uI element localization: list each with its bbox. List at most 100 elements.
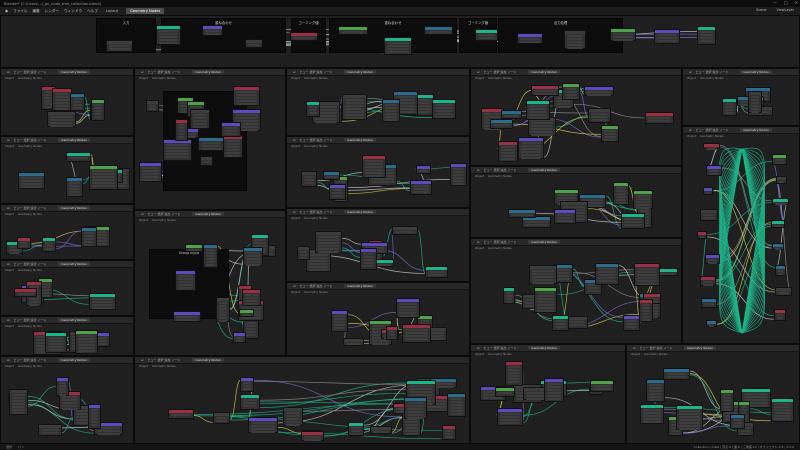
node-socket-row[interactable]	[616, 199, 626, 202]
node-socket-row[interactable]	[111, 185, 127, 188]
node-socket-row[interactable]	[565, 91, 577, 94]
node-socket-row[interactable]	[406, 414, 425, 417]
node-socket-row[interactable]	[546, 395, 561, 398]
node-socket-row[interactable]	[235, 114, 258, 117]
node-header[interactable]	[652, 268, 677, 272]
node-socket-row[interactable]	[648, 392, 662, 395]
node-editor-icon[interactable]: ⊞	[293, 284, 296, 288]
node-socket-row[interactable]	[245, 303, 258, 306]
node-header[interactable]	[703, 188, 713, 192]
node[interactable]	[697, 25, 717, 45]
node-socket-row[interactable]	[179, 101, 191, 104]
node-socket-row[interactable]	[482, 396, 503, 399]
node-editor-icon[interactable]: ⊞	[477, 346, 480, 350]
node-socket-row[interactable]	[775, 159, 784, 162]
node-socket-row[interactable]	[743, 398, 768, 401]
node-socket-row[interactable]	[363, 265, 374, 268]
node-header[interactable]	[772, 243, 783, 247]
node-socket-row[interactable]	[235, 97, 258, 100]
node-socket-row[interactable]	[648, 395, 662, 398]
node[interactable]	[383, 37, 412, 56]
node-socket-row[interactable]	[708, 324, 715, 327]
node-socket-row[interactable]	[245, 297, 258, 300]
node-socket-row[interactable]	[507, 372, 520, 375]
node-socket-row[interactable]	[557, 271, 570, 274]
node-editor-icon[interactable]: ⊞	[7, 70, 10, 74]
node-socket-row[interactable]	[546, 386, 561, 389]
node-socket-row[interactable]	[96, 429, 120, 432]
node-socket-row[interactable]	[371, 337, 389, 340]
node-header[interactable]	[203, 25, 223, 29]
node[interactable]	[88, 404, 101, 429]
node[interactable]	[431, 99, 456, 119]
node-socket-row[interactable]	[371, 331, 389, 334]
node-socket-row[interactable]	[315, 117, 337, 120]
node-socket-row[interactable]	[406, 417, 425, 420]
node-socket-row[interactable]	[396, 98, 416, 101]
node-socket-row[interactable]	[399, 309, 418, 312]
node-header[interactable]	[233, 332, 246, 336]
node-tree-selector[interactable]: Geometry Nodes	[58, 138, 90, 142]
node[interactable]	[174, 270, 196, 291]
node-socket-row[interactable]	[546, 383, 561, 386]
node-socket-row[interactable]	[142, 176, 159, 179]
node-header[interactable]	[644, 293, 660, 297]
node-socket-row[interactable]	[421, 332, 445, 335]
node[interactable]	[198, 136, 225, 152]
node-socket-row[interactable]	[396, 110, 416, 113]
node-socket-row[interactable]	[371, 181, 394, 184]
node-editor-icon[interactable]: ⊞	[293, 70, 296, 74]
node-socket-row[interactable]	[778, 272, 784, 275]
node[interactable]	[645, 378, 665, 403]
node-socket-row[interactable]	[500, 154, 516, 157]
node-socket-row[interactable]	[703, 283, 713, 286]
node[interactable]	[639, 404, 664, 425]
node-socket-row[interactable]	[524, 221, 549, 224]
node-header[interactable]	[640, 405, 663, 409]
node-header[interactable]	[447, 394, 466, 398]
node-header[interactable]	[522, 295, 538, 299]
node-socket-row[interactable]	[396, 407, 407, 410]
node[interactable]	[740, 387, 771, 409]
node-header[interactable]	[213, 413, 230, 416]
node-socket-row[interactable]	[331, 191, 344, 194]
node-socket-row[interactable]	[384, 104, 397, 107]
node-socket-row[interactable]	[434, 104, 453, 107]
node-header[interactable]	[365, 260, 394, 264]
node-socket-row[interactable]	[96, 426, 120, 429]
node-socket-row[interactable]	[331, 194, 344, 197]
node-socket-row[interactable]	[218, 313, 227, 316]
node-socket-row[interactable]	[565, 94, 577, 97]
node-socket-row[interactable]	[83, 241, 94, 244]
node[interactable]	[583, 85, 614, 96]
node-header[interactable]	[748, 92, 761, 96]
node-socket-row[interactable]	[536, 300, 555, 303]
node-editor-icon[interactable]: ⊞	[7, 358, 10, 362]
node[interactable]	[185, 243, 203, 253]
node-socket-row[interactable]	[72, 103, 82, 106]
node-socket-row[interactable]	[625, 325, 638, 328]
node-socket-row[interactable]	[532, 272, 554, 275]
node-socket-row[interactable]	[636, 267, 658, 270]
node[interactable]	[675, 404, 703, 431]
node[interactable]	[529, 264, 557, 285]
node-socket-row[interactable]	[371, 325, 389, 328]
node-socket-row[interactable]	[77, 347, 95, 350]
node[interactable]	[167, 408, 194, 419]
workspace-tab-geometry-nodes[interactable]: Geometry Nodes	[126, 8, 165, 14]
node-header[interactable]	[584, 86, 613, 90]
node[interactable]	[172, 311, 201, 323]
node-header[interactable]	[251, 234, 269, 238]
node-socket-row[interactable]	[434, 107, 453, 110]
node-header[interactable]	[59, 391, 80, 395]
node-header[interactable]	[565, 30, 586, 34]
node-socket-row[interactable]	[386, 51, 409, 54]
node[interactable]	[449, 163, 467, 187]
node[interactable]	[543, 378, 564, 402]
node-socket-row[interactable]	[452, 174, 464, 177]
node[interactable]	[697, 231, 708, 239]
node-header[interactable]	[394, 91, 418, 95]
node-socket-row[interactable]	[83, 244, 94, 247]
node-header[interactable]	[585, 280, 602, 284]
